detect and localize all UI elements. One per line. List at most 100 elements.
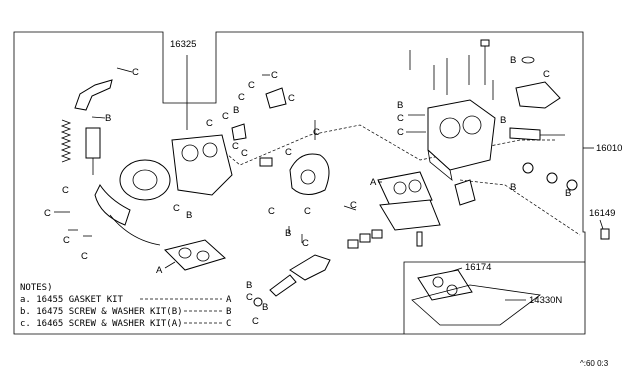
solenoid-shape (509, 127, 541, 141)
screw-top-5-head (480, 39, 490, 47)
callout-16149: 16149 (589, 208, 615, 219)
callout-16174: 16174 (465, 262, 491, 273)
assembly-dash-line (209, 124, 555, 166)
float-gasket-hole-1 (393, 181, 407, 195)
label-b-5: B (246, 280, 252, 291)
lower-gasket-shape (164, 239, 226, 271)
label-c-10: C (222, 111, 229, 122)
label-c-16: C (313, 127, 320, 138)
carb-bore-1 (181, 144, 199, 162)
label-c-22: C (350, 200, 357, 211)
small-fitting-1 (231, 123, 247, 141)
label-b-7: B (397, 100, 403, 111)
callout-16010: 16010 (596, 143, 622, 154)
label-c-7: C (206, 118, 213, 129)
carb-body-shape (171, 134, 233, 196)
note-line-c: c. 16465 SCREW & WASHER KIT(A) (20, 319, 183, 329)
label-c-8: C (232, 141, 239, 152)
note-ref-b: B (226, 307, 231, 317)
lever-arm-shape (74, 79, 113, 111)
top-carb-side (427, 148, 453, 182)
label-c-23: C (397, 113, 404, 124)
label-c-5: C (81, 251, 88, 262)
label-c-20: C (246, 292, 253, 303)
leader-b-1 (91, 116, 106, 119)
main-frame (13, 31, 586, 335)
cable-shape (109, 214, 161, 246)
diaphragm-shape (94, 184, 131, 226)
label-c-21: C (252, 316, 259, 327)
label-b-1: B (105, 113, 111, 124)
label-c-13: C (271, 70, 278, 81)
label-b-2: B (186, 210, 192, 221)
leader-a-1 (164, 261, 176, 269)
washer-1 (253, 297, 263, 307)
throttle-lever-shape (289, 254, 331, 281)
jet-4 (347, 239, 359, 249)
screw-c-22 (343, 205, 357, 211)
label-b-11: B (565, 188, 571, 199)
note-line-a: a. 16455 GASKET KIT (20, 295, 124, 305)
label-a-1: A (156, 265, 163, 276)
gasket-hole-1 (432, 276, 444, 288)
label-c-25: C (543, 69, 550, 80)
top-carb-bore-2 (462, 115, 482, 135)
carb-bore-2 (202, 142, 218, 158)
top-carb-bore-1 (439, 117, 461, 139)
jet-2 (359, 233, 371, 243)
accelerator-pump-shape (289, 153, 330, 195)
link-shape (269, 274, 297, 297)
label-c-18: C (304, 206, 311, 217)
throttle-bore (132, 169, 158, 191)
label-c-3: C (62, 185, 69, 196)
label-c-17: C (268, 206, 275, 217)
label-c-1: C (132, 67, 139, 78)
pump-center (300, 169, 316, 185)
note-line-b: b. 16475 SCREW & WASHER KIT(B) (20, 307, 183, 317)
washer-right-2 (546, 172, 558, 184)
float-bowl-shape (379, 199, 441, 231)
label-b-10: B (510, 182, 516, 193)
jet-3 (371, 229, 383, 239)
part-16149-shape (600, 228, 610, 240)
footer-code: ^:60 0:3 (580, 359, 609, 368)
washer-right-1 (522, 162, 534, 174)
label-c-9: C (241, 148, 248, 159)
jet-1 (416, 231, 423, 247)
callout-16325: 16325 (170, 39, 196, 50)
label-b-6: B (262, 302, 268, 313)
spring-shape (60, 119, 72, 163)
label-c-14: C (288, 93, 295, 104)
valve-right-shape (454, 179, 476, 206)
small-fitting-2 (265, 87, 287, 109)
washer-right-3 (566, 179, 578, 191)
choke-housing-shape (515, 81, 561, 109)
lower-gasket-hole-2 (196, 250, 210, 262)
label-b-9: B (500, 115, 506, 126)
plate-14330N-shape (411, 284, 542, 326)
label-c-12: C (248, 80, 255, 91)
assembly-dash-line-2 (459, 179, 581, 236)
note-ref-a: A (226, 295, 232, 305)
inset-frame (403, 261, 585, 334)
note-ref-c: C (226, 319, 231, 329)
throttle-body-shape (119, 159, 171, 201)
label-c-2: C (44, 208, 51, 219)
float-gasket-hole-2 (408, 179, 422, 193)
piston-shape (85, 127, 101, 159)
label-b-4: B (285, 228, 291, 239)
label-a-2: A (370, 177, 377, 188)
small-fitting-3 (259, 157, 273, 167)
label-c-19: C (302, 238, 309, 249)
callout-14330N: 14330N (529, 295, 562, 306)
label-c-4: C (63, 235, 70, 246)
label-c-24: C (397, 127, 404, 138)
label-b-3: B (233, 105, 239, 116)
label-b-8: B (510, 55, 516, 66)
leader-c-1 (116, 67, 133, 73)
lower-gasket-hole-1 (178, 247, 192, 259)
gasket-hole-2 (446, 284, 458, 296)
label-c-15: C (285, 147, 292, 158)
notes-header: NOTES) (20, 283, 53, 293)
